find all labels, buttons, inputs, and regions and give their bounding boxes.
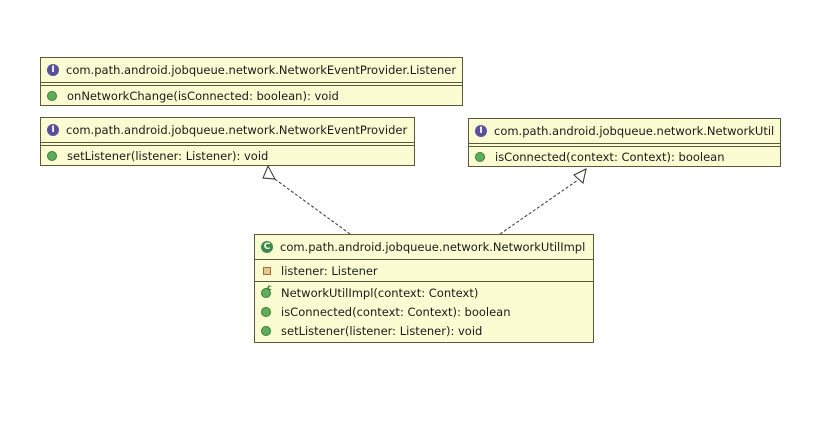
fields-compartment: listener: Listener — [255, 260, 593, 282]
method-signature: isConnected(context: Context): boolean — [281, 304, 511, 319]
public-method-icon — [47, 90, 57, 101]
attributes-compartment — [41, 143, 414, 146]
class-box-network-util-impl[interactable]: C com.path.android.jobqueue.network.Netw… — [254, 234, 594, 343]
class-title: com.path.android.jobqueue.network.Networ… — [66, 63, 457, 77]
interface-icon: I — [475, 125, 487, 137]
constructor-icon: c — [261, 283, 272, 298]
field-row[interactable]: listener: Listener — [255, 261, 593, 280]
class-title: com.path.android.jobqueue.network.Networ… — [494, 124, 775, 138]
attributes-compartment — [41, 83, 462, 86]
method-row[interactable]: setListener(listener: Listener): void — [255, 321, 593, 340]
class-header: I com.path.android.jobqueue.network.Netw… — [41, 118, 414, 143]
class-title: com.path.android.jobqueue.network.Networ… — [280, 240, 586, 254]
method-row[interactable]: isConnected(context: Context): boolean — [469, 147, 780, 166]
method-row[interactable]: setListener(listener: Listener): void — [41, 146, 414, 165]
attributes-compartment — [469, 144, 780, 147]
class-box-network-util[interactable]: I com.path.android.jobqueue.network.Netw… — [468, 118, 781, 167]
method-signature: setListener(listener: Listener): void — [67, 148, 269, 163]
realization-line-provider[interactable] — [271, 176, 351, 235]
realization-line-network-util[interactable] — [499, 179, 579, 235]
class-header: I com.path.android.jobqueue.network.Netw… — [469, 119, 780, 144]
interface-icon: I — [47, 124, 59, 136]
class-header: C com.path.android.jobqueue.network.Netw… — [255, 235, 593, 260]
field-signature: listener: Listener — [281, 263, 378, 278]
method-row[interactable]: isConnected(context: Context): boolean — [255, 302, 593, 321]
realization-arrowhead-network-util — [573, 168, 587, 184]
public-method-icon — [261, 306, 271, 317]
method-signature: onNetworkChange(isConnected: boolean): v… — [67, 88, 339, 103]
methods-compartment: c NetworkUtilImpl(context: Context) isCo… — [255, 282, 593, 342]
method-row[interactable]: onNetworkChange(isConnected: boolean): v… — [41, 86, 462, 105]
method-row[interactable]: c NetworkUtilImpl(context: Context) — [255, 283, 593, 302]
interface-icon: I — [47, 64, 59, 76]
method-signature: setListener(listener: Listener): void — [281, 323, 483, 338]
private-field-icon — [263, 266, 271, 275]
method-signature: isConnected(context: Context): boolean — [495, 149, 725, 164]
class-title: com.path.android.jobqueue.network.Networ… — [66, 123, 408, 137]
realization-arrowhead-provider — [262, 164, 276, 180]
public-method-icon — [475, 151, 485, 162]
class-box-listener[interactable]: I com.path.android.jobqueue.network.Netw… — [40, 57, 463, 106]
class-header: I com.path.android.jobqueue.network.Netw… — [41, 58, 462, 83]
public-method-icon — [47, 150, 57, 161]
class-box-network-event-provider[interactable]: I com.path.android.jobqueue.network.Netw… — [40, 117, 415, 166]
method-signature: NetworkUtilImpl(context: Context) — [281, 285, 479, 300]
public-method-icon — [261, 325, 271, 336]
class-icon: C — [261, 241, 273, 253]
